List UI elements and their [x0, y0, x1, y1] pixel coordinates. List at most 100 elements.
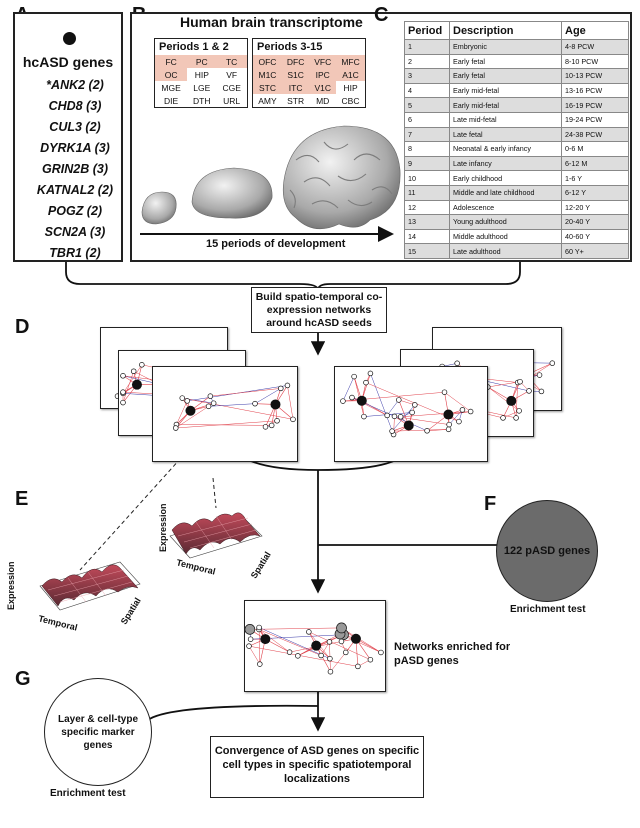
region-cell: LGE	[193, 82, 211, 93]
network-edge	[176, 400, 188, 425]
cell-description: Early mid-fetal	[449, 97, 562, 113]
gene-node	[367, 656, 374, 663]
cell-period: 8	[404, 141, 450, 157]
cell-description: Late adulthood	[449, 243, 562, 259]
gene-node	[340, 398, 346, 404]
gene-node	[396, 397, 402, 403]
gene-node	[500, 415, 506, 421]
network-edge	[258, 627, 261, 665]
pasd-gene-set-circle: 122 pASD genes	[496, 500, 598, 602]
network-edge	[448, 409, 463, 425]
cell-age: 4-8 PCW	[561, 39, 629, 55]
network-edge	[249, 627, 342, 630]
network-edge	[258, 629, 322, 656]
gene-node	[306, 629, 312, 635]
enrichment-test-caption: Enrichment test	[510, 604, 586, 615]
region-cell: OFC	[253, 55, 282, 68]
gene-node	[295, 653, 301, 659]
seed-node	[311, 640, 322, 651]
gene-item: DYRK1A (3)	[40, 141, 110, 155]
network-edge	[287, 385, 294, 420]
gene-node	[256, 624, 262, 631]
network-edge	[182, 397, 294, 420]
gene-node	[513, 415, 519, 421]
column-header: Period	[404, 21, 450, 40]
gene-node	[549, 360, 556, 366]
gene-node	[517, 378, 523, 385]
network-edge	[370, 373, 394, 435]
gene-node	[363, 379, 369, 386]
cell-age: 24-38 PCW	[561, 126, 629, 143]
region-cell: OC	[155, 68, 188, 81]
network-edge	[122, 364, 143, 394]
panel-letter-c: C	[374, 4, 389, 26]
gene-node	[173, 425, 179, 431]
region-cell: HIP	[194, 69, 209, 80]
adult-brain-icon	[282, 125, 401, 230]
cell-age: 16-19 PCW	[561, 97, 629, 113]
axis-label-expression: Expression	[158, 503, 168, 552]
cell-description: Early mid-fetal	[449, 82, 562, 99]
column-header: Age	[561, 21, 629, 40]
gene-node	[397, 414, 404, 420]
enriched-network-frame	[244, 600, 386, 692]
gene-node	[384, 412, 390, 419]
gene-node	[120, 389, 126, 395]
cell-description: Middle adulthood	[449, 228, 562, 245]
gene-node	[120, 373, 126, 379]
cell-period: 2	[404, 53, 450, 70]
cell-description: Early fetal	[449, 68, 562, 84]
network-edge	[391, 404, 416, 432]
gene-node	[184, 398, 190, 404]
gene-node	[262, 424, 269, 430]
region-cell: FC	[155, 55, 188, 68]
cell-period: 14	[404, 228, 450, 245]
network-edge	[210, 388, 281, 397]
cell-age: 6-12 Y	[561, 184, 629, 201]
gene-node	[412, 402, 418, 408]
region-cell: MGE	[161, 82, 181, 93]
gene-node	[284, 382, 291, 389]
gene-node	[130, 368, 137, 374]
region-cell: S1C	[281, 68, 310, 81]
region-cell: CGE	[222, 82, 241, 93]
network-edge	[254, 388, 281, 404]
gene-node	[179, 395, 186, 401]
panel-a-box: hcASD genes *ANK2 (2) CHD8 (3) CUL3 (2) …	[13, 12, 123, 262]
region-cell: MFC	[336, 55, 365, 68]
build-networks-box: Build spatio-temporal co-expression netw…	[251, 287, 387, 333]
cell-description: Early fetal	[449, 53, 562, 70]
cell-description: Late mid-fetal	[449, 111, 562, 128]
network-edge	[122, 371, 134, 403]
cell-description: Late fetal	[449, 126, 562, 143]
cell-period: 1	[404, 39, 450, 55]
gene-node	[367, 370, 374, 377]
gene-item: TBR1 (2)	[49, 246, 101, 260]
cell-period: 7	[404, 126, 450, 143]
seed-node	[260, 634, 271, 645]
network-edge	[175, 420, 278, 429]
gene-node	[247, 636, 254, 642]
gene-node	[467, 408, 474, 415]
cell-age: 60 Y+	[561, 243, 629, 259]
gene-node	[441, 389, 448, 395]
region-cell: VF	[226, 69, 238, 80]
cell-age: 0-6 M	[561, 141, 629, 157]
region-cell: ITC	[281, 81, 310, 94]
network-edge	[427, 429, 449, 432]
network-edge	[176, 424, 272, 426]
gene-node	[252, 400, 258, 407]
expression-surface-plot-left	[39, 561, 141, 611]
gene-node	[361, 413, 367, 420]
gene-node	[526, 388, 532, 394]
panel-letter-g: G	[15, 668, 31, 690]
cell-age: 12-20 Y	[561, 199, 629, 216]
gene-node	[355, 663, 361, 670]
network-edge	[342, 376, 355, 402]
region-cell: AMY	[258, 95, 277, 106]
gene-node	[268, 422, 275, 429]
